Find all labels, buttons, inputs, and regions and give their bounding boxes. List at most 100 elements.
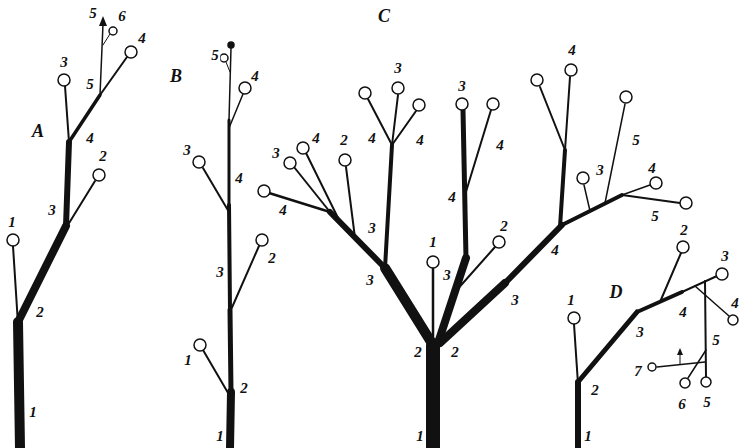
callout-number: 3 [442,268,452,283]
callout-number: 2 [450,345,460,360]
branch-line [575,382,581,448]
callout-number: 3 [182,143,192,158]
figure-letter: B [169,67,183,85]
branch-line [385,145,392,268]
bud-circle [413,99,425,111]
callout-number: 4 [367,131,377,146]
callout-number: 1 [583,429,593,444]
callout-number: 3 [510,293,520,308]
bud-circle [392,82,404,94]
callout-number: 4 [678,305,688,320]
callout-number: 3 [635,325,645,340]
callout-number: 2 [679,223,689,238]
branch-line [346,167,355,238]
bud-circle [531,74,543,86]
bud-circle [239,82,251,94]
branch-line [229,94,243,128]
branch-line [680,354,681,364]
callout-number: 1 [28,405,38,420]
callout-number: 1 [428,235,438,250]
bud-circle [648,363,656,371]
callout-number: 5 [711,333,721,348]
bud-circle [220,54,228,62]
branch-line [306,153,340,222]
bud-circle [680,378,690,388]
branch-line [230,246,259,312]
branch-line [505,225,562,283]
bud-circle [701,377,711,387]
bud-circle [493,236,505,248]
branch-line [18,226,66,322]
branch-line [622,185,650,195]
bud-circle [256,234,268,246]
callout-number: 4 [278,203,288,218]
branch-line [540,87,565,150]
branch-line [432,268,435,345]
branch-line [18,322,20,448]
branch-line [426,345,440,448]
bud-circle [93,169,105,181]
branch-line [584,185,590,211]
callout-number: 6 [117,9,127,24]
branch-line [695,286,729,316]
branch-line [226,62,230,72]
tree-c [258,64,692,448]
callout-number: 2 [499,219,509,234]
branch-line [100,57,127,95]
callout-number: 3 [365,273,375,288]
branch-line [203,350,231,398]
figure-letter: A [31,122,45,140]
callout-number: 5 [210,48,220,63]
bud-circle [193,156,205,168]
callout-number: 4 [495,138,505,153]
bud-circle [258,185,270,197]
callout-number: 1 [7,215,17,230]
branch-line [455,247,495,292]
tree-a [7,16,137,448]
branch-line [440,283,505,343]
bud-circle [487,98,499,110]
branch-line [203,168,229,212]
callout-number: 2 [98,149,108,164]
bud-circle [58,74,70,86]
figure-letter: D [609,283,624,301]
bud-circle [677,241,689,253]
callout-number: 1 [215,429,225,444]
bud-circle [109,27,117,35]
bud-circle [577,172,589,184]
branch-line [465,110,491,195]
callout-number: 3 [367,221,377,236]
callout-number: 3 [595,163,605,178]
tree-b [193,42,268,448]
callout-number: 2 [590,383,600,398]
branch-line [13,246,18,324]
branch-line [574,324,578,384]
callout-number: 4 [85,131,95,146]
bud-circle [456,98,468,110]
callout-number: 4 [730,296,740,311]
figure-letter: C [377,7,391,25]
branch-line [229,205,230,310]
callout-number: 1 [566,293,576,308]
bud-circle [284,157,296,169]
branch-line [578,312,637,382]
callout-number: 3 [720,249,730,264]
callout-number: 2 [267,251,277,266]
branch-line [562,195,622,225]
bud-circle [359,87,371,99]
callout-number: 4 [567,43,577,58]
callout-number: 5 [85,77,95,92]
bud-circle [568,312,580,324]
tree-d [568,241,738,448]
branch-line [66,181,95,228]
branch-line [392,111,416,145]
bud-circle [297,142,309,154]
callout-number: 2 [339,133,349,148]
callout-number: 3 [215,265,225,280]
branch-line [560,150,565,227]
callout-number: 1 [183,353,193,368]
bud-circle [7,234,19,246]
bud-circle [620,91,632,103]
branch-line [463,110,466,258]
